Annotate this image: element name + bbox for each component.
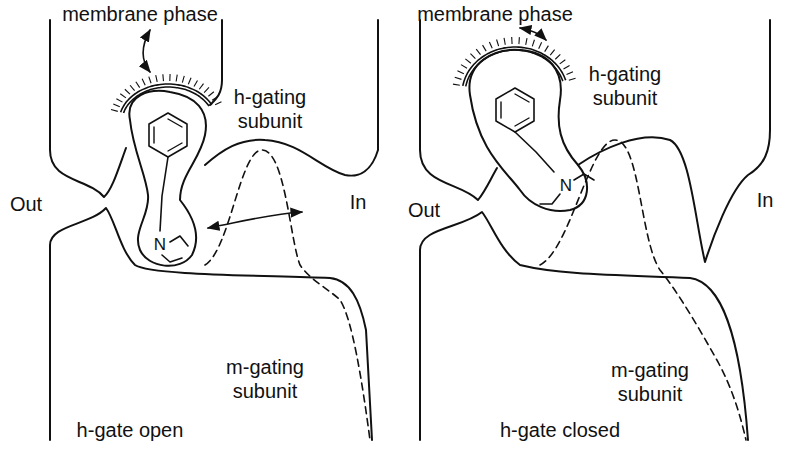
phase-label: membrane phase [415, 2, 575, 26]
hatch-mark [532, 40, 534, 47]
drug-pocket [129, 91, 206, 266]
hatch-mark [212, 97, 218, 101]
alkyl-chain [515, 132, 554, 172]
membrane-surface [466, 50, 563, 86]
hatch-mark [116, 99, 122, 102]
atom-label-text: N [560, 176, 572, 195]
exchange-arrow [520, 28, 546, 40]
hatch-mark [156, 75, 157, 82]
hatch-mark [199, 84, 203, 90]
membrane-surface [121, 84, 212, 112]
benzene-bonds [154, 119, 182, 151]
hatch-mark [545, 46, 549, 52]
h-subunit-edge [205, 20, 378, 176]
hatch-mark [483, 45, 487, 51]
subunit-label-text: h-gating subunit [589, 63, 661, 109]
ethyl-group [540, 174, 594, 204]
state-caption-text: h-gate closed [500, 419, 620, 441]
subunit-label: m-gating subunit [215, 355, 315, 403]
hatch-mark [497, 39, 499, 46]
side-label: Out [6, 192, 46, 216]
subunit-label-text: m-gating subunit [611, 359, 689, 405]
m-subunit-outline [205, 150, 370, 440]
hatch-mark [489, 42, 492, 48]
drug-pocket [469, 50, 587, 211]
hatch-mark [539, 42, 542, 48]
subunit-label: h-gating subunit [580, 62, 670, 110]
hatch-mark [113, 104, 119, 107]
channel-wall [420, 212, 748, 440]
hatch-mark [204, 87, 209, 92]
state-caption: h-gate closed [460, 418, 660, 442]
hatch-mark [518, 37, 520, 44]
hatch-mark [169, 74, 170, 81]
hatch-mark [182, 76, 184, 83]
hatch-mark [125, 89, 130, 94]
hatch-mark [111, 110, 118, 112]
hatch-mark [215, 102, 221, 105]
benzene-bonds [501, 94, 529, 126]
phase-label: membrane phase [60, 2, 220, 26]
h-subunit-edge [578, 20, 770, 262]
hatch-mark [188, 78, 191, 84]
phase-label-text: membrane phase [62, 3, 218, 25]
side-label-text: Out [408, 199, 440, 221]
state-caption: h-gate open [40, 418, 220, 442]
side-label: Out [403, 198, 445, 222]
side-label: In [750, 188, 780, 212]
hatch-mark [511, 37, 512, 44]
subunit-label: h-gating subunit [225, 85, 315, 133]
hatch-mark [142, 79, 145, 85]
side-label-text: In [350, 191, 367, 213]
atom-label: N [557, 174, 575, 198]
subunit-label-text: m-gating subunit [226, 356, 304, 402]
state-caption-text: h-gate open [77, 419, 184, 441]
hatch-mark [569, 78, 576, 80]
atom-label: N [151, 233, 169, 257]
hatch-mark [470, 54, 475, 59]
atom-label-text: N [154, 235, 166, 254]
hatch-mark [563, 66, 569, 70]
hatch-mark [149, 77, 151, 84]
hatch-mark [208, 92, 213, 96]
hatch-mark [555, 54, 560, 59]
side-label-text: Out [10, 193, 42, 215]
subunit-label: m-gating subunit [600, 358, 700, 406]
hatch-mark [162, 74, 164, 81]
hatch-mark [194, 80, 198, 86]
m-subunit-outline [540, 140, 746, 440]
hatch-mark [465, 59, 471, 63]
benzene-ring [496, 88, 534, 132]
hatch-mark [526, 38, 527, 45]
hatch-mark [550, 50, 554, 55]
exchange-arrow [208, 212, 302, 228]
hatch-mark [176, 75, 177, 82]
h-subunit-wall [210, 20, 222, 105]
side-label-text: In [757, 189, 774, 211]
hatch-mark [504, 38, 505, 45]
hatch-mark [457, 71, 463, 74]
hatch-mark [130, 85, 134, 90]
subunit-label-text: h-gating subunit [234, 86, 306, 132]
alkyl-chain [160, 157, 168, 231]
hatch-mark [120, 94, 126, 98]
hatch-mark [476, 49, 480, 55]
hatch-mark [136, 82, 140, 88]
phase-label-text: membrane phase [417, 3, 573, 25]
channel-wall [50, 208, 372, 440]
exchange-arrow [143, 30, 150, 72]
hatch-mark [567, 72, 573, 75]
benzene-ring [149, 113, 187, 157]
membrane-surface [463, 47, 566, 86]
channel-wall [420, 20, 497, 200]
hatch-mark [453, 84, 460, 85]
hatch-mark [461, 65, 467, 69]
channel-wall [50, 20, 126, 197]
hatch-mark [455, 77, 462, 79]
side-label: In [343, 190, 373, 214]
hatch-mark [560, 60, 566, 64]
